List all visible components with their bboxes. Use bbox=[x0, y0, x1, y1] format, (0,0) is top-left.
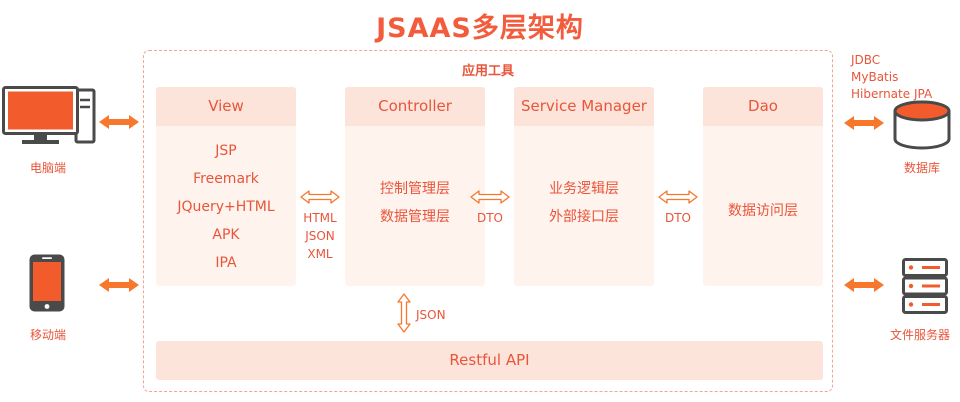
orange-double-arrow-icon bbox=[844, 278, 884, 292]
controller-restful-label: JSON bbox=[416, 308, 446, 322]
pc-client-label: 电脑端 bbox=[29, 161, 66, 175]
service-manager-layer: Service Manager 业务逻辑层 外部接口层 bbox=[514, 87, 654, 286]
db-tech-item: MyBatis bbox=[851, 70, 899, 84]
double-arrow-icon bbox=[470, 190, 510, 204]
app-tools-frame bbox=[143, 50, 833, 392]
format-label: HTML bbox=[303, 211, 337, 225]
restful-api-bar: Restful API bbox=[156, 341, 823, 380]
controller-item: 数据管理层 bbox=[380, 209, 450, 225]
format-label: JSON bbox=[305, 229, 335, 243]
controller-layer: Controller 控制管理层 数据管理层 bbox=[345, 87, 485, 286]
view-item: JSP bbox=[215, 143, 237, 159]
vertical-double-arrow-icon bbox=[397, 293, 411, 333]
orange-double-arrow-icon bbox=[844, 116, 884, 130]
diagram-title: JSAAS多层架构 bbox=[376, 13, 584, 44]
desktop-computer-icon bbox=[2, 86, 96, 144]
service-item: 业务逻辑层 bbox=[549, 181, 619, 197]
db-tech-item: JDBC bbox=[851, 53, 881, 67]
view-layer-title: View bbox=[156, 87, 296, 126]
db-tech-list: JDBC MyBatis Hibernate JPA bbox=[851, 52, 932, 103]
controller-service-label: DTO bbox=[476, 211, 503, 225]
mobile-client-label: 移动端 bbox=[29, 328, 66, 342]
view-item: Freemark bbox=[193, 171, 259, 187]
db-tech-item: Hibernate JPA bbox=[851, 87, 933, 101]
view-item: IPA bbox=[215, 255, 237, 271]
view-item: APK bbox=[212, 227, 240, 243]
format-label: XML bbox=[307, 247, 333, 261]
database-label: 数据库 bbox=[903, 161, 940, 175]
orange-double-arrow-icon bbox=[99, 115, 139, 129]
dao-layer-title: Dao bbox=[703, 87, 823, 126]
orange-double-arrow-icon bbox=[99, 278, 139, 292]
mobile-phone-icon bbox=[29, 254, 65, 312]
service-manager-layer-title: Service Manager bbox=[514, 87, 654, 126]
view-controller-formats: HTML JSON XML bbox=[296, 209, 344, 263]
view-item: JQuery+HTML bbox=[177, 199, 275, 215]
service-item: 外部接口层 bbox=[549, 209, 619, 225]
dao-item: 数据访问层 bbox=[728, 203, 798, 219]
double-arrow-icon bbox=[300, 190, 340, 204]
service-dao-label: DTO bbox=[664, 211, 691, 225]
dao-layer: Dao 数据访问层 bbox=[703, 87, 823, 286]
file-server-label: 文件服务器 bbox=[889, 328, 950, 342]
file-server-icon bbox=[902, 258, 948, 314]
view-layer: View JSP Freemark JQuery+HTML APK IPA bbox=[156, 87, 296, 286]
frame-title: 应用工具 bbox=[461, 64, 514, 79]
controller-layer-title: Controller bbox=[345, 87, 485, 126]
controller-item: 控制管理层 bbox=[380, 181, 450, 197]
database-icon bbox=[893, 100, 951, 150]
double-arrow-icon bbox=[658, 190, 698, 204]
